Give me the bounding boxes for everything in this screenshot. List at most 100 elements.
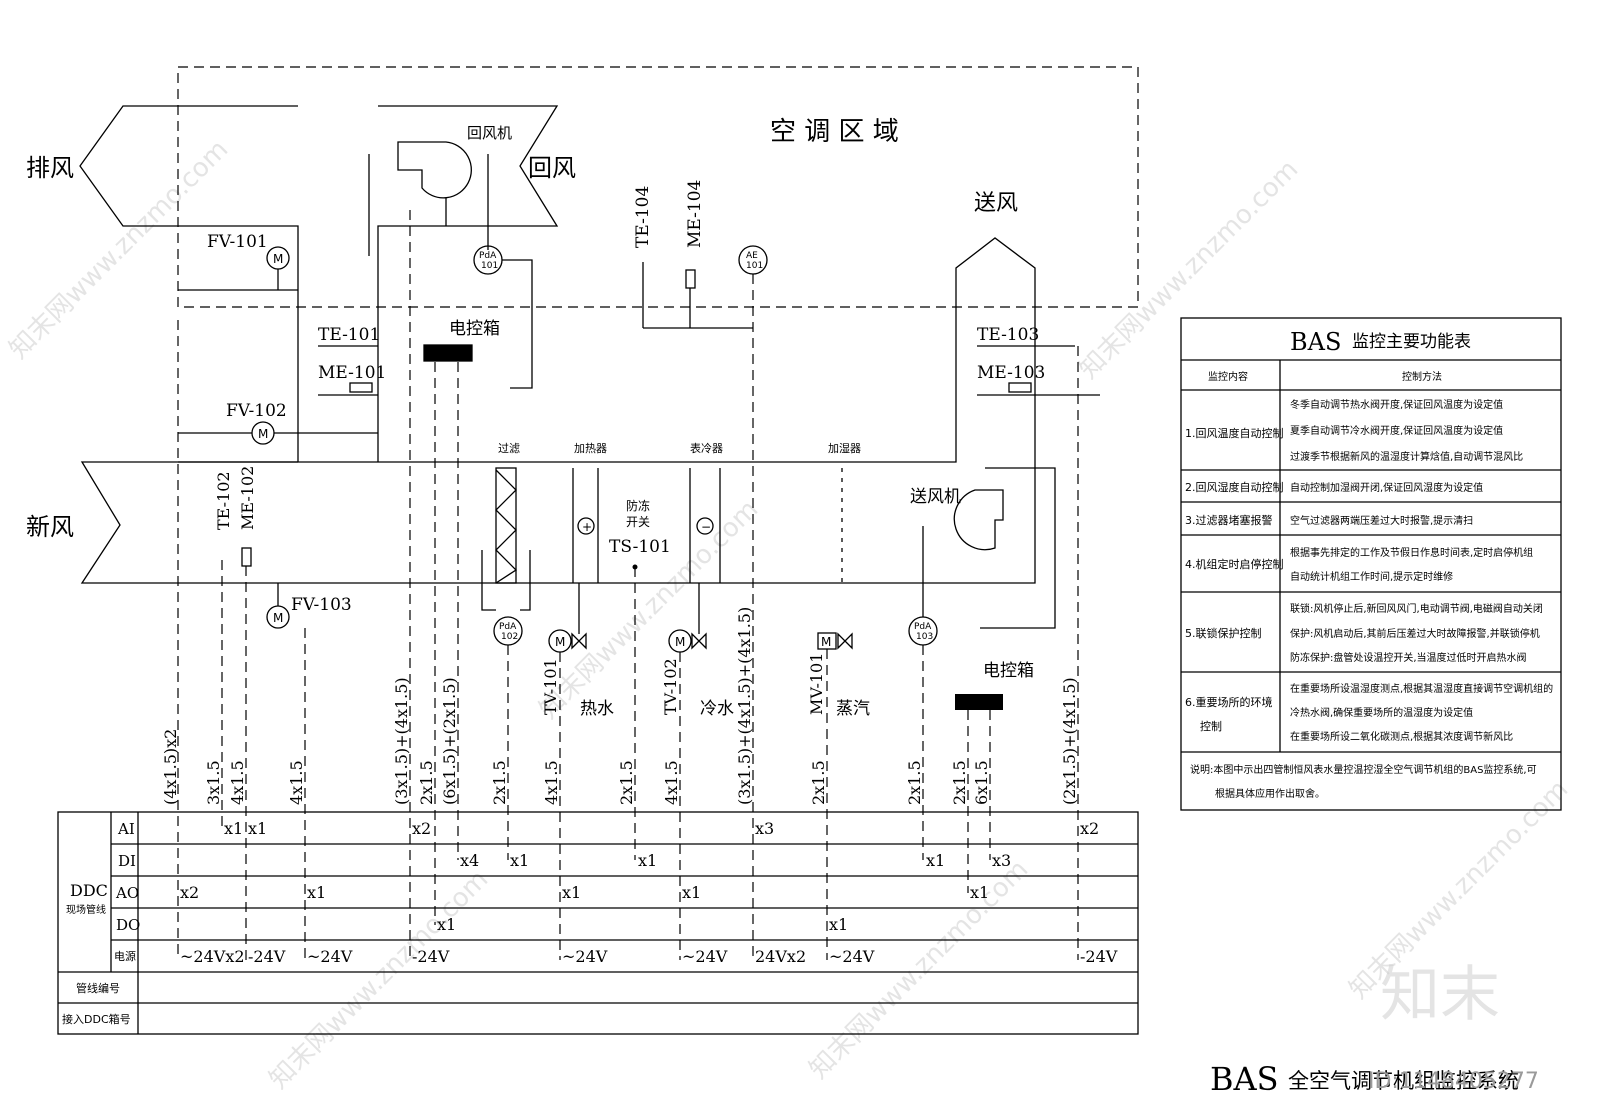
svg-text:FV-101: FV-101 bbox=[207, 232, 268, 252]
svg-text:保护:风机启动后,其前后压差过大时故障报警,并联锁停机: 保护:风机启动后,其前后压差过大时故障报警,并联锁停机 bbox=[1290, 627, 1540, 640]
fv-103-damper: M FV-103 bbox=[266, 583, 352, 629]
svg-text:−: − bbox=[701, 520, 711, 534]
svg-text:加湿器: 加湿器 bbox=[828, 442, 861, 455]
svg-text:102: 102 bbox=[501, 632, 518, 642]
svg-text:自动统计机组工作时间,提示定时维修: 自动统计机组工作时间,提示定时维修 bbox=[1290, 570, 1453, 583]
cable-size-labels: (4x1.5)x2 3x1.5 4x1.5 4x1.5 (3x1.5)+(4x1… bbox=[161, 607, 1079, 805]
svg-text:加热器: 加热器 bbox=[574, 442, 607, 455]
svg-text:4x1.5: 4x1.5 bbox=[662, 760, 681, 805]
svg-text:3.过滤器堵塞报警: 3.过滤器堵塞报警 bbox=[1185, 513, 1273, 527]
svg-text:x1: x1 bbox=[307, 883, 326, 902]
svg-text:x1: x1 bbox=[224, 819, 243, 838]
fv-102-damper: FV-102 M bbox=[178, 401, 378, 445]
svg-text:冷水: 冷水 bbox=[700, 699, 734, 719]
svg-text:~24V: ~24V bbox=[682, 947, 728, 966]
svg-text:4x1.5: 4x1.5 bbox=[228, 760, 247, 805]
svg-text:MV-101: MV-101 bbox=[807, 653, 826, 715]
svg-text:+: + bbox=[582, 520, 592, 534]
humidifier-section: 加湿器 bbox=[828, 442, 861, 583]
svg-text:(3x1.5)+(4x1.5)+(4x1.5): (3x1.5)+(4x1.5)+(4x1.5) bbox=[735, 607, 754, 805]
svg-text:ME-102: ME-102 bbox=[238, 466, 257, 530]
svg-text:监控主要功能表: 监控主要功能表 bbox=[1352, 332, 1471, 352]
svg-text:TV-101: TV-101 bbox=[541, 658, 560, 715]
svg-text:-24V: -24V bbox=[412, 947, 450, 966]
svg-text:4.机组定时启停控制: 4.机组定时启停控制 bbox=[1185, 557, 1284, 571]
svg-text:M: M bbox=[675, 635, 685, 649]
control-box-2: 电控箱 bbox=[955, 661, 1034, 710]
svg-text:x1: x1 bbox=[437, 915, 456, 934]
svg-text:FV-103: FV-103 bbox=[291, 595, 352, 615]
svg-text:2x1.5: 2x1.5 bbox=[809, 760, 828, 805]
pda-101-sensor: PdA 101 bbox=[473, 245, 533, 389]
svg-text:开关: 开关 bbox=[626, 515, 650, 529]
svg-text:在重要场所设温湿度测点,根据其温湿度直接调节空调机组的: 在重要场所设温湿度测点,根据其温湿度直接调节空调机组的 bbox=[1290, 682, 1553, 695]
svg-text:~24V: ~24V bbox=[307, 947, 353, 966]
svg-text:-24V: -24V bbox=[1080, 947, 1118, 966]
svg-text:101: 101 bbox=[481, 261, 498, 271]
svg-text:ME-101: ME-101 bbox=[318, 363, 386, 383]
te-me-103-sensor: TE-103 ME-103 bbox=[977, 325, 1100, 396]
svg-text:2x1.5: 2x1.5 bbox=[905, 760, 924, 805]
svg-text:FV-102: FV-102 bbox=[226, 401, 287, 421]
function-table: BAS 监控主要功能表 监控内容 控制方法 1.回风温度自动控制 冬季自动调节热… bbox=[1180, 317, 1562, 811]
svg-text:现场管线: 现场管线 bbox=[66, 903, 106, 916]
supply-fan: 送风机 bbox=[910, 467, 1056, 629]
svg-text:TE-103: TE-103 bbox=[977, 325, 1039, 345]
svg-text:4x1.5: 4x1.5 bbox=[287, 760, 306, 805]
svg-text:x1: x1 bbox=[970, 883, 989, 902]
fv-101-damper: FV-101 M bbox=[178, 232, 298, 291]
svg-text:控制: 控制 bbox=[1200, 719, 1222, 733]
svg-text:M: M bbox=[258, 427, 268, 441]
svg-text:知末: 知末 bbox=[1380, 960, 1500, 1030]
svg-text:防冻保护:盘管处设温控开关,当温度过低时开启热水阀: 防冻保护:盘管处设温控开关,当温度过低时开启热水阀 bbox=[1290, 651, 1527, 664]
pda-102-sensor: PdA 102 bbox=[493, 616, 523, 646]
svg-text:x2: x2 bbox=[180, 883, 199, 902]
svg-text:BAS: BAS bbox=[1210, 1060, 1279, 1098]
control-box-1: 电控箱 bbox=[423, 319, 500, 362]
svg-text:x1: x1 bbox=[638, 851, 657, 870]
svg-text:管线编号: 管线编号 bbox=[76, 981, 120, 995]
svg-text:2x1.5: 2x1.5 bbox=[950, 760, 969, 805]
svg-text:x4: x4 bbox=[460, 851, 479, 870]
svg-text:夏季自动调节冷水阀开度,保证回风温度为设定值: 夏季自动调节冷水阀开度,保证回风温度为设定值 bbox=[1290, 424, 1503, 437]
ahu-body: 新风 送风 bbox=[26, 191, 1036, 584]
te-me-102-sensor: TE-102 ME-102 bbox=[214, 466, 257, 567]
svg-text:过滤: 过滤 bbox=[498, 442, 520, 455]
svg-text:AI: AI bbox=[117, 820, 135, 838]
svg-text:ME-103: ME-103 bbox=[977, 363, 1045, 383]
filter-section: 过滤 bbox=[481, 442, 531, 611]
svg-text:控制方法: 控制方法 bbox=[1402, 370, 1442, 383]
svg-text:电控箱: 电控箱 bbox=[449, 319, 500, 339]
svg-text:6.重要场所的环境: 6.重要场所的环境 bbox=[1185, 695, 1273, 709]
return-duct: 回风 bbox=[377, 105, 576, 462]
svg-text:2x1.5: 2x1.5 bbox=[490, 760, 509, 805]
svg-text:M: M bbox=[821, 635, 831, 649]
svg-text:6x1.5: 6x1.5 bbox=[972, 760, 991, 805]
svg-text:PdA: PdA bbox=[914, 622, 932, 632]
svg-text:过渡季节根据新风的温湿度计算焓值,自动调节混风比: 过渡季节根据新风的温湿度计算焓值,自动调节混风比 bbox=[1290, 450, 1523, 463]
svg-text:x3: x3 bbox=[992, 851, 1011, 870]
svg-text:2.回风湿度自动控制: 2.回风湿度自动控制 bbox=[1185, 480, 1284, 494]
svg-text:M: M bbox=[273, 611, 283, 625]
svg-text:空气过滤器两端压差过大时报警,提示清扫: 空气过滤器两端压差过大时报警,提示清扫 bbox=[1290, 514, 1473, 527]
svg-text:-24V: -24V bbox=[248, 947, 286, 966]
svg-text:TE-101: TE-101 bbox=[318, 325, 380, 345]
svg-text:24Vx2: 24Vx2 bbox=[755, 947, 806, 966]
svg-text:x3: x3 bbox=[755, 819, 774, 838]
image-id: ID:1148405277 bbox=[1368, 1069, 1539, 1094]
svg-text:M: M bbox=[273, 252, 283, 266]
ddc-table: DDC 现场管线 AI DI AO DO 电源 管线编号 接入DDC箱号 x1 … bbox=[57, 811, 1139, 1035]
cooler-section: 表冷器 − bbox=[689, 441, 723, 583]
te-me-104-sensor: TE-104 ME-104 bbox=[633, 180, 753, 329]
exhaust-label: 排风 bbox=[26, 154, 74, 182]
svg-text:联锁:风机停止后,新回风风门,电动调节阀,电磁阀自动关闭: 联锁:风机停止后,新回风风门,电动调节阀,电磁阀自动关闭 bbox=[1290, 602, 1543, 615]
footer: BAS 全空气调节机组监控系统 ID:1148405277 bbox=[1210, 1060, 1539, 1098]
svg-text:103: 103 bbox=[916, 632, 933, 642]
svg-text:蒸汽: 蒸汽 bbox=[836, 699, 870, 719]
svg-text:x1: x1 bbox=[562, 883, 581, 902]
svg-text:监控内容: 监控内容 bbox=[1208, 370, 1248, 383]
return-fan: 回风机 bbox=[368, 124, 512, 256]
svg-text:DDC: DDC bbox=[70, 881, 108, 900]
supply-air-label: 送风 bbox=[974, 191, 1018, 216]
